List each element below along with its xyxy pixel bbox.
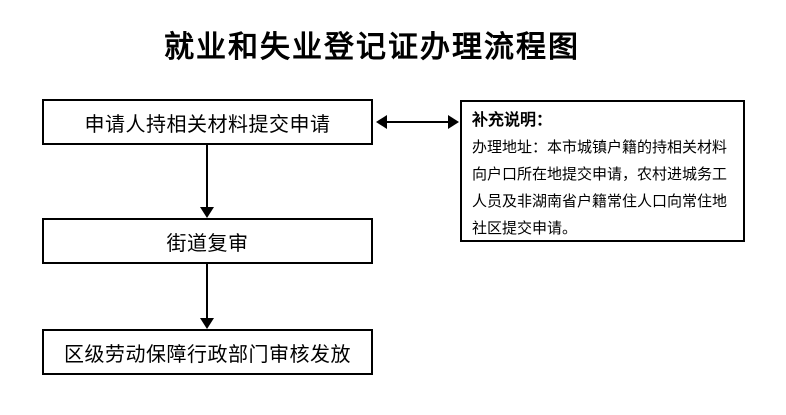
- note-box: 补充说明： 办理地址：本市城镇户籍的持相关材料 向户口所在地提交申请，农村进城务…: [460, 100, 745, 242]
- note-line: 人员及非湖南省户籍常住人口向常住地: [472, 193, 728, 210]
- note-line: 办理地址：本市城镇户籍的持相关材料: [472, 139, 728, 156]
- flow-step-label: 街道复审: [166, 232, 249, 255]
- arrow-head-left-icon: [376, 115, 387, 129]
- arrow-shaft: [387, 121, 448, 123]
- flow-step-district-issue: 区级劳动保障行政部门审核发放: [42, 329, 373, 375]
- flow-step-submit-application: 申请人持相关材料提交申请: [42, 99, 373, 145]
- note-heading: 补充说明：: [472, 112, 553, 129]
- arrow-head-down-icon: [200, 318, 214, 329]
- flow-step-label: 申请人持相关材料提交申请: [84, 113, 331, 136]
- arrow-down-2-icon: [200, 264, 214, 329]
- arrow-shaft: [206, 145, 208, 207]
- flow-step-street-review: 街道复审: [42, 218, 373, 264]
- arrow-down-1-icon: [200, 145, 214, 218]
- flow-step-label: 区级劳动保障行政部门审核发放: [64, 343, 351, 366]
- arrow-head-right-icon: [448, 115, 459, 129]
- arrow-head-down-icon: [200, 207, 214, 218]
- note-line: 向户口所在地提交申请，农村进城务工: [472, 166, 728, 183]
- double-headed-arrow-icon: [376, 115, 459, 129]
- diagram-title: 就业和失业登记证办理流程图: [164, 31, 580, 64]
- note-line: 社区提交申请。: [472, 220, 578, 237]
- arrow-shaft: [206, 264, 208, 318]
